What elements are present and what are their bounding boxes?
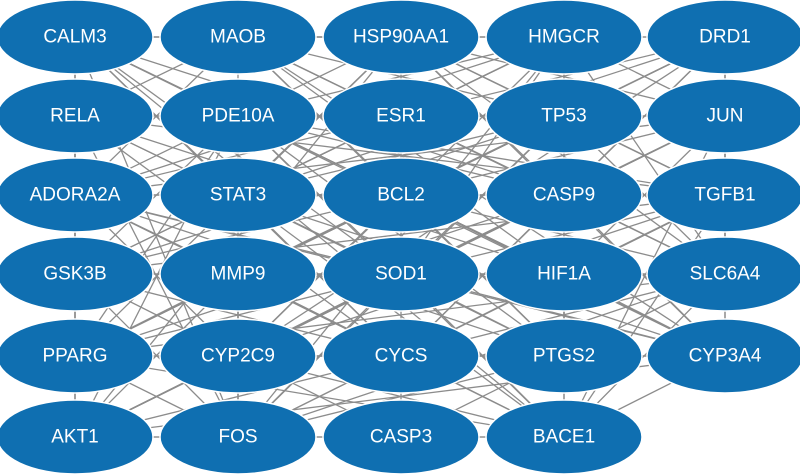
- node-label: SLC6A4: [690, 264, 761, 285]
- node-ellipse: [485, 78, 643, 154]
- node-ellipse: [0, 236, 154, 312]
- edge-CALM3-BACE1: [74, 36, 565, 438]
- node-label: TP53: [541, 106, 586, 127]
- node-ellipse: [646, 0, 800, 75]
- node-ellipse: [322, 157, 480, 233]
- node-label: PPARG: [42, 346, 107, 367]
- node-rela[interactable]: RELA: [0, 78, 154, 154]
- node-label: TGFB1: [694, 185, 755, 206]
- node-maob[interactable]: MAOB: [159, 0, 317, 75]
- node-label: PTGS2: [533, 346, 595, 367]
- node-label: MMP9: [211, 264, 266, 285]
- node-bcl2[interactable]: BCL2: [322, 157, 480, 233]
- node-label: DRD1: [699, 27, 751, 48]
- node-slc6a4[interactable]: SLC6A4: [646, 236, 800, 312]
- node-ellipse: [646, 78, 800, 154]
- node-akt1[interactable]: AKT1: [0, 399, 154, 475]
- node-mmp9[interactable]: MMP9: [159, 236, 317, 312]
- node-label: BACE1: [533, 427, 595, 448]
- node-ptgs2[interactable]: PTGS2: [485, 318, 643, 394]
- node-ellipse: [322, 0, 480, 75]
- node-tp53[interactable]: TP53: [485, 78, 643, 154]
- node-ellipse: [485, 236, 643, 312]
- node-ellipse: [485, 0, 643, 75]
- node-bace1[interactable]: BACE1: [485, 399, 643, 475]
- node-jun[interactable]: JUN: [646, 78, 800, 154]
- node-ellipse: [159, 399, 317, 475]
- node-hmgcr[interactable]: HMGCR: [485, 0, 643, 75]
- node-label: HSP90AA1: [353, 27, 449, 48]
- node-label: PDE10A: [202, 106, 275, 127]
- node-tgfb1[interactable]: TGFB1: [646, 157, 800, 233]
- node-ellipse: [646, 236, 800, 312]
- edge-TGFB1-BACE1: [563, 194, 726, 438]
- node-ellipse: [646, 318, 800, 394]
- node-gsk3b[interactable]: GSK3B: [0, 236, 154, 312]
- node-ellipse: [159, 157, 317, 233]
- node-ellipse: [159, 0, 317, 75]
- node-label: CYP2C9: [201, 346, 275, 367]
- node-adora2a[interactable]: ADORA2A: [0, 157, 154, 233]
- node-ellipse: [0, 157, 154, 233]
- node-label: ADORA2A: [30, 185, 121, 206]
- node-casp3[interactable]: CASP3: [322, 399, 480, 475]
- node-ellipse: [485, 157, 643, 233]
- node-ellipse: [0, 399, 154, 475]
- node-label: MAOB: [210, 27, 266, 48]
- node-esr1[interactable]: ESR1: [322, 78, 480, 154]
- node-label: HIF1A: [537, 264, 591, 285]
- node-label: HMGCR: [528, 27, 600, 48]
- node-stat3[interactable]: STAT3: [159, 157, 317, 233]
- node-ellipse: [646, 157, 800, 233]
- node-label: ESR1: [376, 106, 426, 127]
- node-drd1[interactable]: DRD1: [646, 0, 800, 75]
- node-label: CALM3: [43, 27, 106, 48]
- node-calm3[interactable]: CALM3: [0, 0, 154, 75]
- node-ellipse: [0, 0, 154, 75]
- node-ellipse: [0, 318, 154, 394]
- edge-CASP9-PPARG: [74, 194, 565, 357]
- node-casp9[interactable]: CASP9: [485, 157, 643, 233]
- node-label: STAT3: [210, 185, 266, 206]
- node-label: SOD1: [375, 264, 427, 285]
- node-sod1[interactable]: SOD1: [322, 236, 480, 312]
- node-label: BCL2: [377, 185, 425, 206]
- node-hsp90aa1[interactable]: HSP90AA1: [322, 0, 480, 75]
- node-pde10a[interactable]: PDE10A: [159, 78, 317, 154]
- node-ellipse: [322, 236, 480, 312]
- node-cyp3a4[interactable]: CYP3A4: [646, 318, 800, 394]
- edge-PDE10A-PPARG: [74, 115, 239, 357]
- edge-TGFB1-CYP2C9: [237, 194, 726, 357]
- node-ellipse: [485, 318, 643, 394]
- node-ellipse: [0, 78, 154, 154]
- node-label: GSK3B: [43, 264, 106, 285]
- node-label: CYP3A4: [689, 346, 762, 367]
- node-label: CASP9: [533, 185, 595, 206]
- node-label: AKT1: [51, 427, 99, 448]
- node-label: RELA: [50, 106, 100, 127]
- node-cycs[interactable]: CYCS: [322, 318, 480, 394]
- node-ellipse: [322, 318, 480, 394]
- node-label: CASP3: [370, 427, 432, 448]
- node-ellipse: [159, 236, 317, 312]
- node-ellipse: [485, 399, 643, 475]
- node-ellipse: [159, 78, 317, 154]
- node-ellipse: [322, 399, 480, 475]
- node-ellipse: [159, 318, 317, 394]
- node-label: FOS: [218, 427, 257, 448]
- node-label: CYCS: [375, 346, 428, 367]
- node-cyp2c9[interactable]: CYP2C9: [159, 318, 317, 394]
- node-fos[interactable]: FOS: [159, 399, 317, 475]
- node-label: JUN: [707, 106, 744, 127]
- node-ellipse: [322, 78, 480, 154]
- node-hif1a[interactable]: HIF1A: [485, 236, 643, 312]
- node-pparg[interactable]: PPARG: [0, 318, 154, 394]
